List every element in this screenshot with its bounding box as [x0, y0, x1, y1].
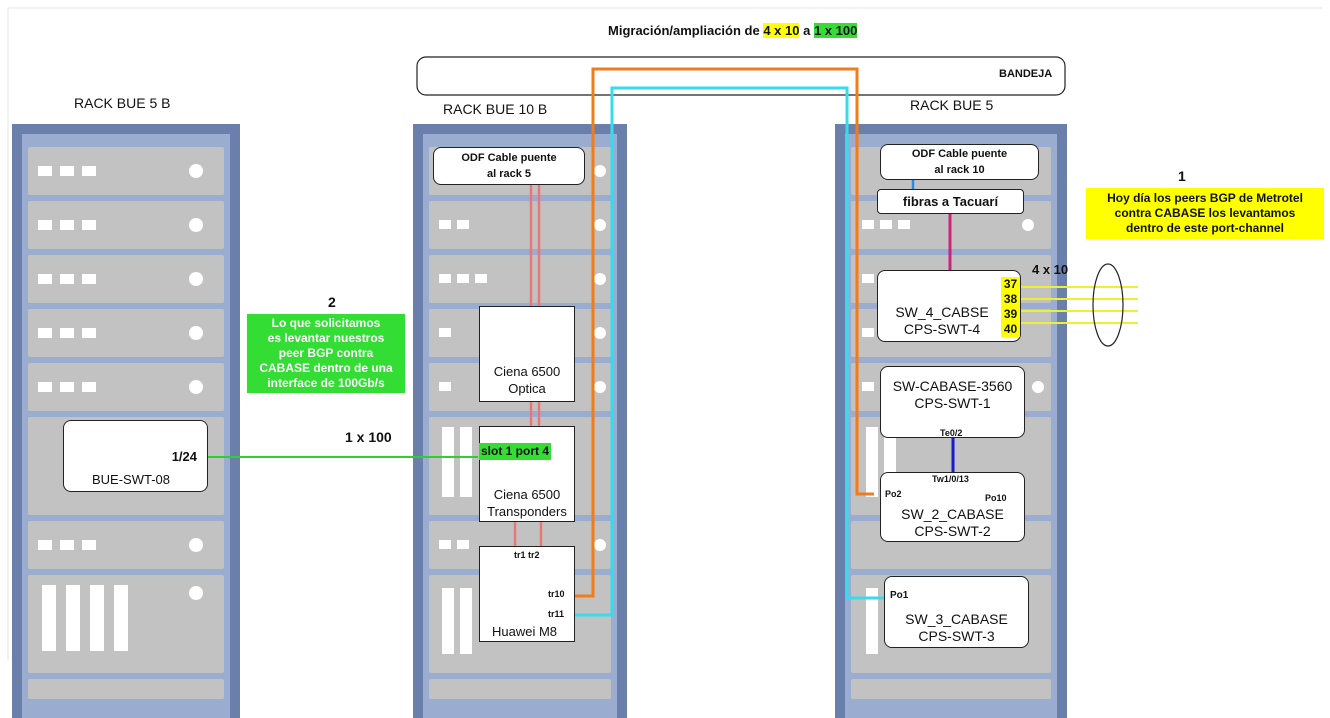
device-odf-rack5: ODF Cable puente al rack 10	[880, 144, 1039, 180]
ciena-transponders-line1: Ciena 6500	[493, 487, 561, 502]
diagram-title: Migración/ampliación de 4 x 10 a 1 x 100	[608, 23, 858, 38]
sw4-port-38: 38	[1003, 292, 1018, 306]
huawei-tr10: tr10	[548, 589, 565, 599]
sw3560-line1: SW-CABASE-3560	[892, 378, 1013, 394]
device-sw-4-cabse: SW_4_CABSE CPS-SWT-4 37 38 39 40	[877, 270, 1021, 342]
sw2-line2: CPS-SWT-2	[914, 523, 991, 539]
ciena-optica-line2: Optica	[508, 381, 546, 396]
device-sw-3-cabase: Po1 SW_3_CABASE CPS-SWT-3	[884, 576, 1029, 648]
link-4x10-label: 4 x 10	[1032, 262, 1069, 277]
rack-10b-title: RACK BUE 10 B	[443, 101, 548, 117]
sw3560-port: Te0/2	[940, 428, 963, 438]
sw2-line1: SW_2_CABASE	[901, 506, 1004, 522]
sw3-line2: CPS-SWT-3	[918, 628, 995, 644]
sw2-po2: Po2	[885, 489, 902, 499]
rack-5b-title: RACK BUE 5 B	[74, 95, 171, 111]
fiber-cyan-tr11-po1	[570, 86, 884, 617]
bue-swt-08-port: 1/24	[171, 449, 197, 464]
device-ciena-optica: Ciena 6500 Optica	[479, 306, 575, 402]
fiber-orange-tr10-po2	[570, 67, 874, 598]
sw4-line1: SW_4_CABSE	[895, 304, 989, 320]
sw4-line2: CPS-SWT-4	[903, 321, 981, 337]
sw2-po10: Po10	[985, 493, 1007, 503]
huawei-tr-top: tr1 tr2	[514, 550, 540, 560]
huawei-name: Huawei M8	[492, 624, 558, 639]
note-2-line1: Lo que solicitamos	[271, 316, 381, 330]
title-prefix: Migración/ampliación de	[608, 23, 764, 38]
note-2-line3: peer BGP contra	[278, 346, 374, 360]
sw4-port-39: 39	[1003, 307, 1018, 321]
sw3-line1: SW_3_CABASE	[905, 611, 1008, 627]
bandeja-tray	[416, 56, 1066, 96]
note-1-number: 1	[1178, 168, 1186, 184]
odf-10b-line2: al rack 5	[486, 168, 532, 180]
ciena-optica-line1: Ciena 6500	[493, 364, 561, 379]
note-1-line1: Hoy día los peers BGP de Metrotel	[1107, 191, 1303, 205]
links-4x10	[1020, 286, 1138, 324]
title-from: 4 x 10	[763, 23, 800, 38]
bandeja-label: BANDEJA	[999, 68, 1053, 80]
note-1-line3: dentro de este port-channel	[1125, 221, 1285, 235]
link-1x100-label: 1 x 100	[345, 429, 392, 445]
rack-5-title: RACK BUE 5	[910, 97, 994, 113]
ciena-slot-port: slot 1 port 4	[479, 443, 552, 460]
note-1-line2: contra CABASE los levantamos	[1114, 206, 1296, 220]
title-to: 1 x 100	[813, 23, 858, 38]
huawei-tr11: tr11	[548, 609, 565, 619]
device-sw-2-cabase: Tw1/0/13 Po2 Po10 SW_2_CABASE CPS-SWT-2	[880, 472, 1025, 542]
fibras-a-tacuari: fibras a Tacuarí	[877, 189, 1024, 214]
odf-5-line1: ODF Cable puente	[911, 148, 1008, 160]
odf-10b-line1: ODF Cable puente	[461, 152, 557, 164]
rack-bue-5b	[12, 124, 240, 718]
note-1-box: Hoy día los peers BGP de Metrotel contra…	[1086, 188, 1324, 239]
sw4-port-list: 37 38 39 40	[1001, 277, 1020, 337]
device-ciena-transponders: slot 1 port 4 Ciena 6500 Transponders	[479, 426, 575, 522]
sw2-port-tw: Tw1/0/13	[932, 474, 969, 484]
note-2-number: 2	[328, 294, 336, 310]
device-bue-swt-08: 1/24 BUE-SWT-08	[63, 420, 208, 492]
device-huawei-m8: tr1 tr2 tr10 tr11 Huawei M8	[479, 546, 575, 642]
bue-swt-08-name: BUE-SWT-08	[92, 472, 171, 487]
device-odf-rack10b: ODF Cable puente al rack 5	[433, 147, 585, 185]
title-mid: a	[799, 23, 814, 38]
note-2-box: Lo que solicitamos es levantar nuestros …	[247, 314, 405, 393]
patch-red-lines	[513, 185, 543, 546]
odf-5-line2: al rack 10	[934, 164, 985, 176]
device-sw-cabase-3560: SW-CABASE-3560 CPS-SWT-1 Te0/2	[880, 366, 1025, 438]
note-2-line5: interface de 100Gb/s	[267, 376, 385, 390]
ciena-transponders-line2: Transponders	[487, 504, 567, 519]
port-channel-ellipse	[1092, 263, 1124, 347]
sw3-po1: Po1	[890, 590, 909, 601]
sw3560-line2: CPS-SWT-1	[914, 395, 991, 411]
note-2-line2: es levantar nuestros	[267, 331, 385, 345]
sw4-port-40: 40	[1003, 322, 1018, 336]
note-2-line4: CABASE dentro de una	[259, 361, 393, 375]
sw4-port-37: 37	[1003, 277, 1018, 291]
